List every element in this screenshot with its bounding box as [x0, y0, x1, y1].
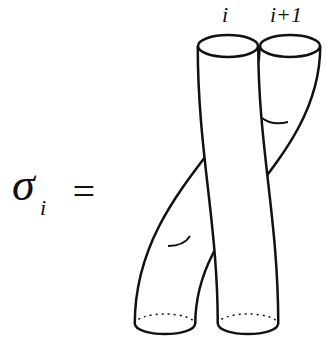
- front-tube-fill: [228, 46, 248, 324]
- cut-edge: [262, 118, 288, 123]
- generator-symbol: σ: [12, 160, 35, 211]
- bottom-opening-front: [135, 324, 195, 334]
- strand-index: i+1: [270, 3, 302, 27]
- back-tube: [165, 46, 290, 324]
- equals-sign: =: [70, 170, 97, 214]
- bottom-opening-front: [218, 324, 278, 334]
- front-tube: [228, 46, 248, 324]
- bottom-opening-back: [218, 314, 278, 324]
- strand-index: i: [222, 3, 228, 27]
- back-tube-fill: [165, 46, 290, 324]
- top-opening: [260, 35, 320, 57]
- cut-edge: [168, 236, 190, 246]
- bottom-opening-back: [135, 314, 195, 324]
- generator-subscript: i: [40, 196, 46, 220]
- top-opening: [198, 35, 258, 57]
